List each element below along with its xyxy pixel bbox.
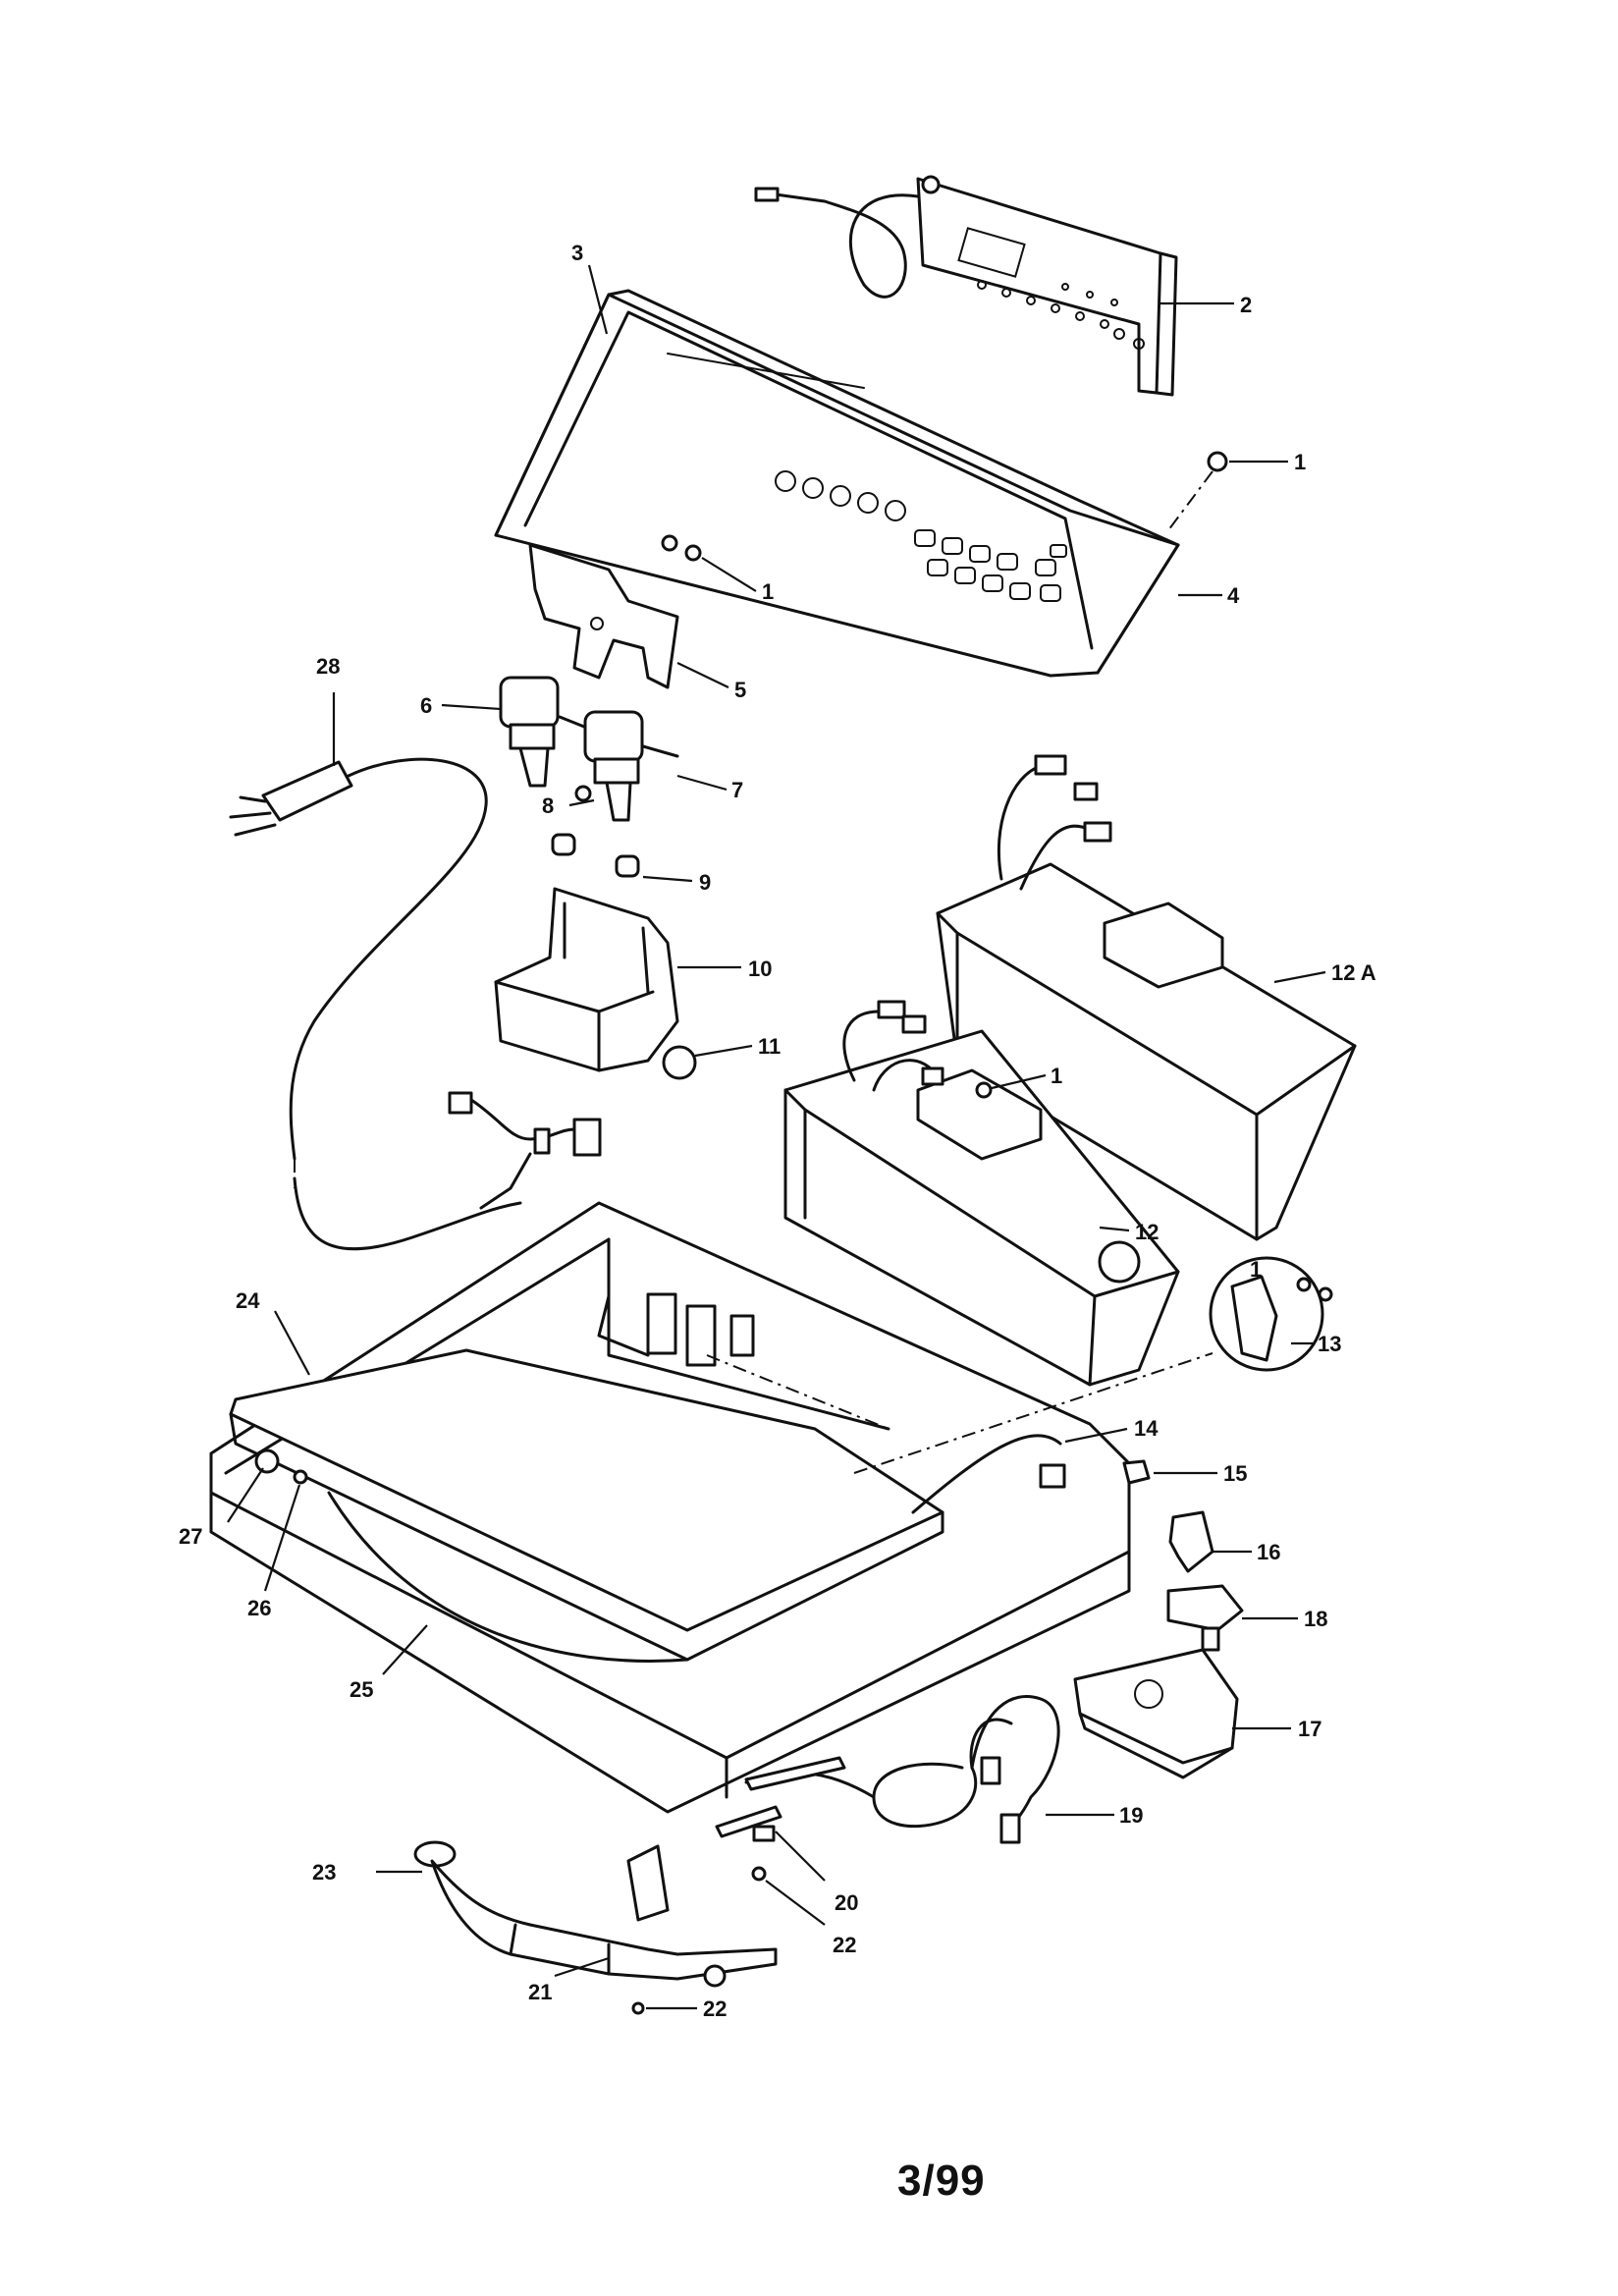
- callout-3: 3: [571, 241, 583, 265]
- drain-hose-part: [413, 1840, 778, 2015]
- callout-1: 1: [1051, 1064, 1062, 1088]
- callout-27: 27: [179, 1524, 202, 1549]
- console-panel-part: [494, 289, 1228, 678]
- power-cord-part: [229, 757, 522, 1251]
- callout-10: 10: [748, 957, 772, 981]
- callout-21: 21: [528, 1980, 552, 2004]
- callout-1: 1: [1294, 450, 1306, 474]
- callout-17: 17: [1298, 1717, 1321, 1741]
- dispenser-housing-part: [494, 833, 697, 1080]
- callout-23: 23: [312, 1860, 336, 1885]
- sensor-harness-part: [715, 1695, 1060, 1882]
- callout-2: 2: [1240, 293, 1252, 317]
- callout-15: 15: [1223, 1461, 1247, 1486]
- callout-12: 12: [1135, 1220, 1159, 1244]
- callout-22: 22: [833, 1933, 856, 1957]
- control-box-12-part: [783, 1000, 1180, 1387]
- callout-26: 26: [247, 1596, 271, 1620]
- callout-8: 8: [542, 793, 554, 818]
- control-board-part: [754, 175, 1178, 397]
- callout-24: 24: [236, 1288, 260, 1313]
- callout-13: 13: [1318, 1332, 1341, 1356]
- callout-20: 20: [835, 1890, 858, 1915]
- lid-switch-inset-part: [1209, 1256, 1333, 1372]
- page-number: 3/99: [897, 2157, 986, 2205]
- callout-14: 14: [1134, 1416, 1159, 1441]
- callout-9: 9: [699, 870, 711, 895]
- callout-labels: 1 2 3 4 1 5 28 6 7 8 9 10 11 12 A 1 12 1…: [179, 241, 1376, 2021]
- callout-7: 7: [731, 778, 743, 802]
- callout-4: 4: [1227, 583, 1240, 608]
- callout-25: 25: [350, 1677, 373, 1702]
- callout-18: 18: [1304, 1607, 1327, 1631]
- callout-1: 1: [762, 579, 774, 604]
- water-valves-part: [499, 676, 679, 822]
- callout-11: 11: [758, 1034, 781, 1059]
- leader-lines: [227, 264, 1326, 2010]
- valve-bracket-part: [528, 534, 702, 689]
- callout-12a: 12 A: [1331, 960, 1376, 985]
- callout-1: 1: [1250, 1257, 1262, 1282]
- callout-22: 22: [703, 1996, 727, 2021]
- callout-28: 28: [316, 654, 340, 679]
- wire-harness-part: [448, 1091, 602, 1210]
- callout-16: 16: [1257, 1540, 1280, 1564]
- small-switch-parts: [1073, 1459, 1244, 1779]
- callout-19: 19: [1119, 1803, 1143, 1828]
- callout-6: 6: [420, 693, 432, 718]
- callout-5: 5: [734, 678, 746, 702]
- top-cover-part: [209, 1201, 1131, 1814]
